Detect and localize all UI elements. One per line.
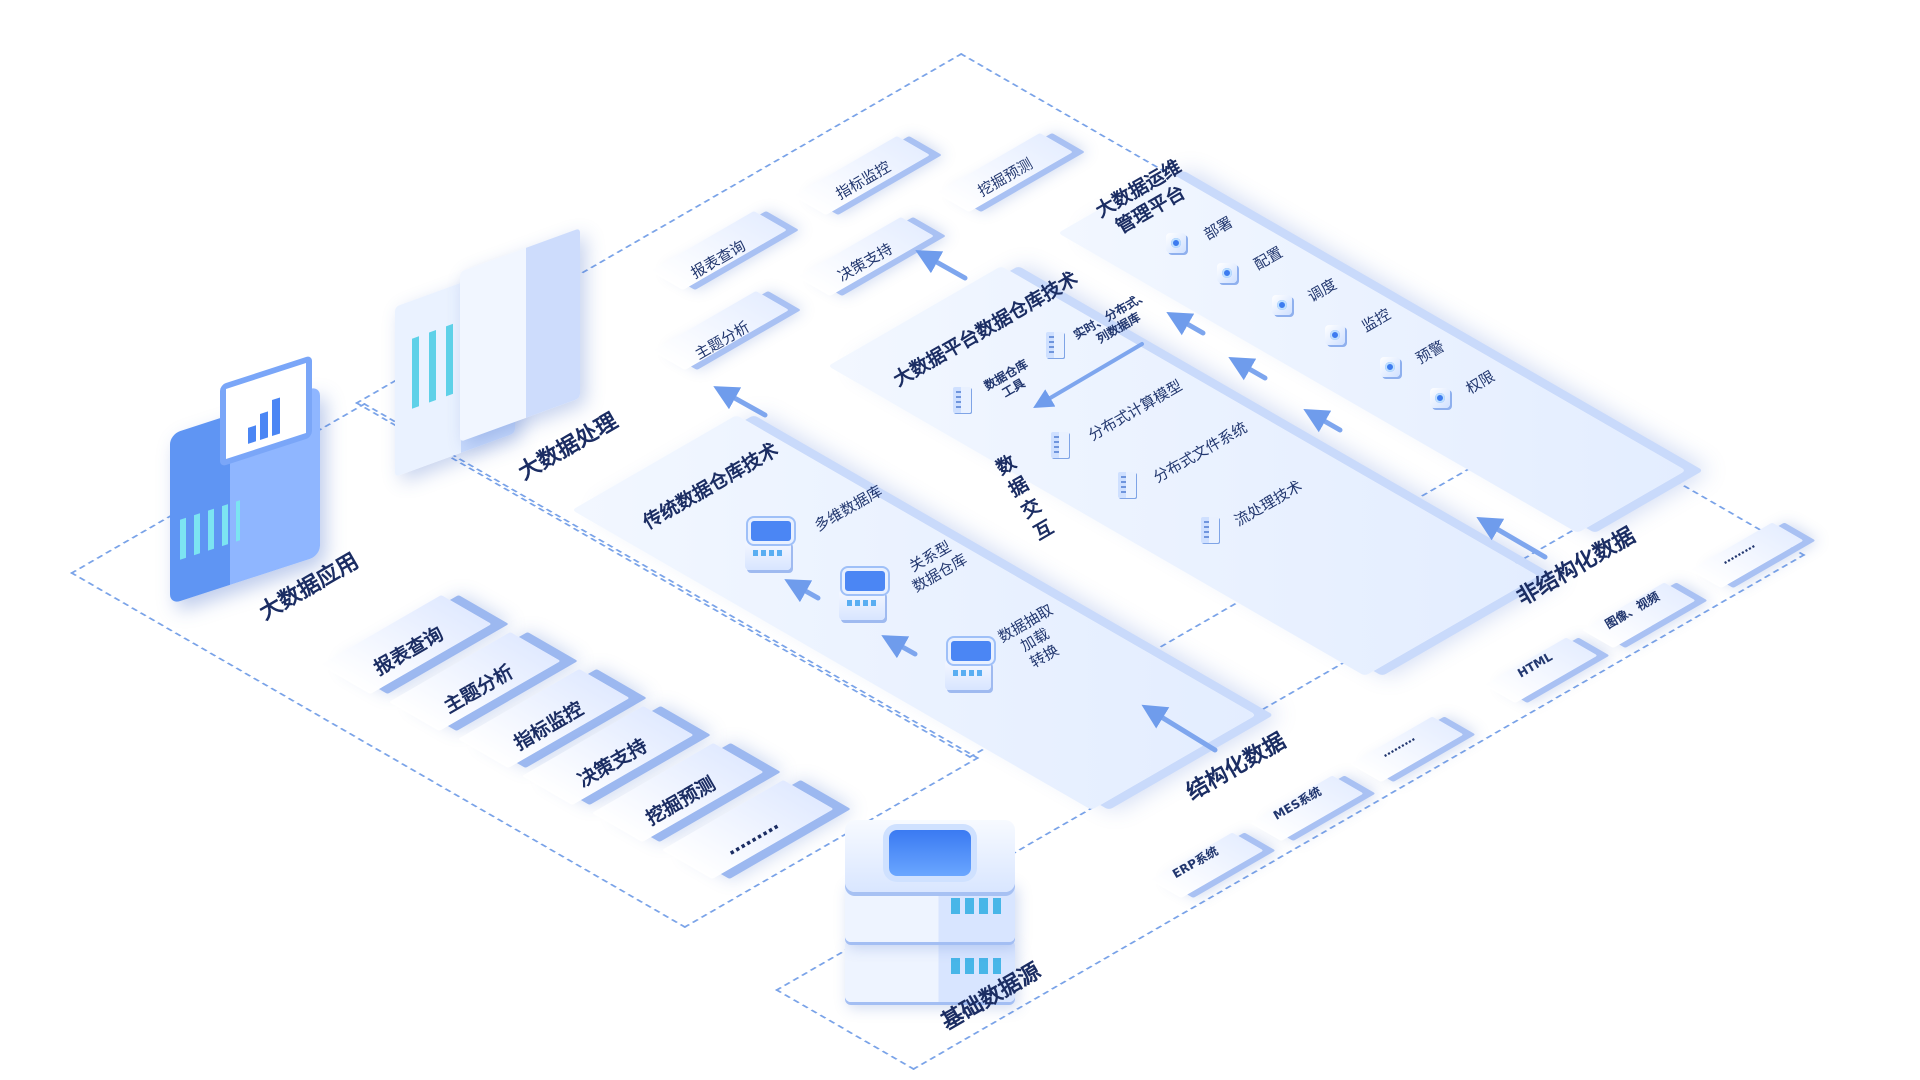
arrow-trad-to-proc	[713, 386, 768, 418]
kiosk-terminal-icon	[160, 355, 330, 605]
arrow-fs-2	[1228, 357, 1268, 381]
arrow-platform-to-proc	[915, 250, 968, 281]
arrow-struct-up	[1141, 704, 1218, 753]
dw-tool-icon	[953, 387, 971, 413]
stream-icon	[1201, 517, 1219, 543]
etl-icon	[945, 638, 994, 692]
arrow-unstruct-up	[1476, 516, 1548, 560]
arrow-rel-to-multi	[784, 579, 821, 603]
config-icon	[1217, 263, 1237, 283]
arrow-fs-3	[1166, 312, 1206, 336]
schedule-icon	[1272, 295, 1292, 315]
arrow-realtime-to-tool	[1033, 342, 1144, 409]
deploy-icon	[1166, 233, 1186, 253]
alert-icon	[1380, 357, 1400, 377]
arrow-fs-1	[1303, 409, 1343, 433]
dist-fs-icon	[1118, 472, 1136, 498]
multidim-db-icon	[745, 518, 794, 572]
monitor-icon	[1325, 325, 1345, 345]
dist-compute-icon	[1051, 432, 1069, 458]
column-db-icon	[1046, 332, 1064, 358]
database-icon	[845, 820, 1015, 1020]
permission-icon	[1430, 388, 1450, 408]
relational-dw-icon	[839, 568, 888, 622]
arrow-etl-to-rel	[881, 635, 918, 659]
